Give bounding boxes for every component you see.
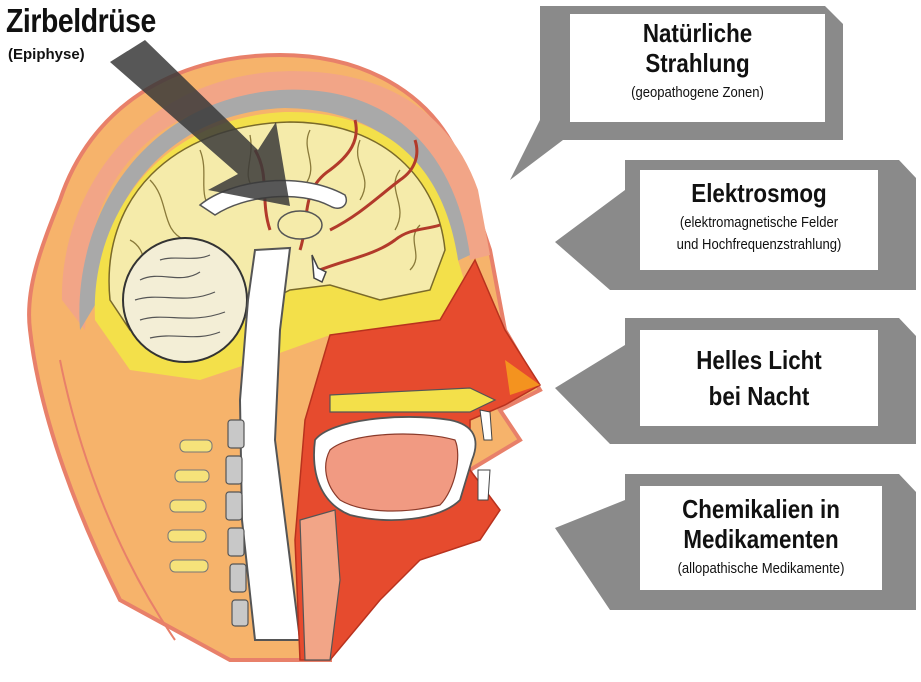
thalamus [278,211,322,239]
lower-teeth [478,470,490,500]
factor-title-line2: Strahlung [588,48,807,78]
factor-label-elektrosmog: Elektrosmog (elektromagnetische Felder u… [640,178,878,254]
factor-title-line1: Elektrosmog [657,178,862,208]
factor-label-licht: Helles Licht bei Nacht [640,345,878,411]
factor-subtitle-line2: und Hochfrequenzstrahlung) [652,236,866,254]
pineal-title: Zirbeldrüse [6,2,156,40]
factor-label-strahlung: Natürliche Strahlung (geopathogene Zonen… [570,18,825,102]
factor-title-line2: Medikamenten [657,524,865,554]
head-illustration [29,55,540,660]
factor-title-line1: Natürliche [588,18,807,48]
factor-title-line1: Helles Licht [657,345,862,375]
factor-title-line2: bei Nacht [657,381,862,411]
cerebellum [123,238,247,362]
factor-label-chemikalien: Chemikalien in Medikamenten (allopathisc… [640,494,882,578]
tongue [326,434,458,511]
factor-subtitle: (allopathische Medikamente) [652,560,870,578]
factor-subtitle: (geopathogene Zonen) [583,84,813,102]
factor-title-line1: Chemikalien in [657,494,865,524]
pineal-subtitle: (Epiphyse) [8,46,85,63]
factor-subtitle-line1: (elektromagnetische Felder [652,214,866,232]
